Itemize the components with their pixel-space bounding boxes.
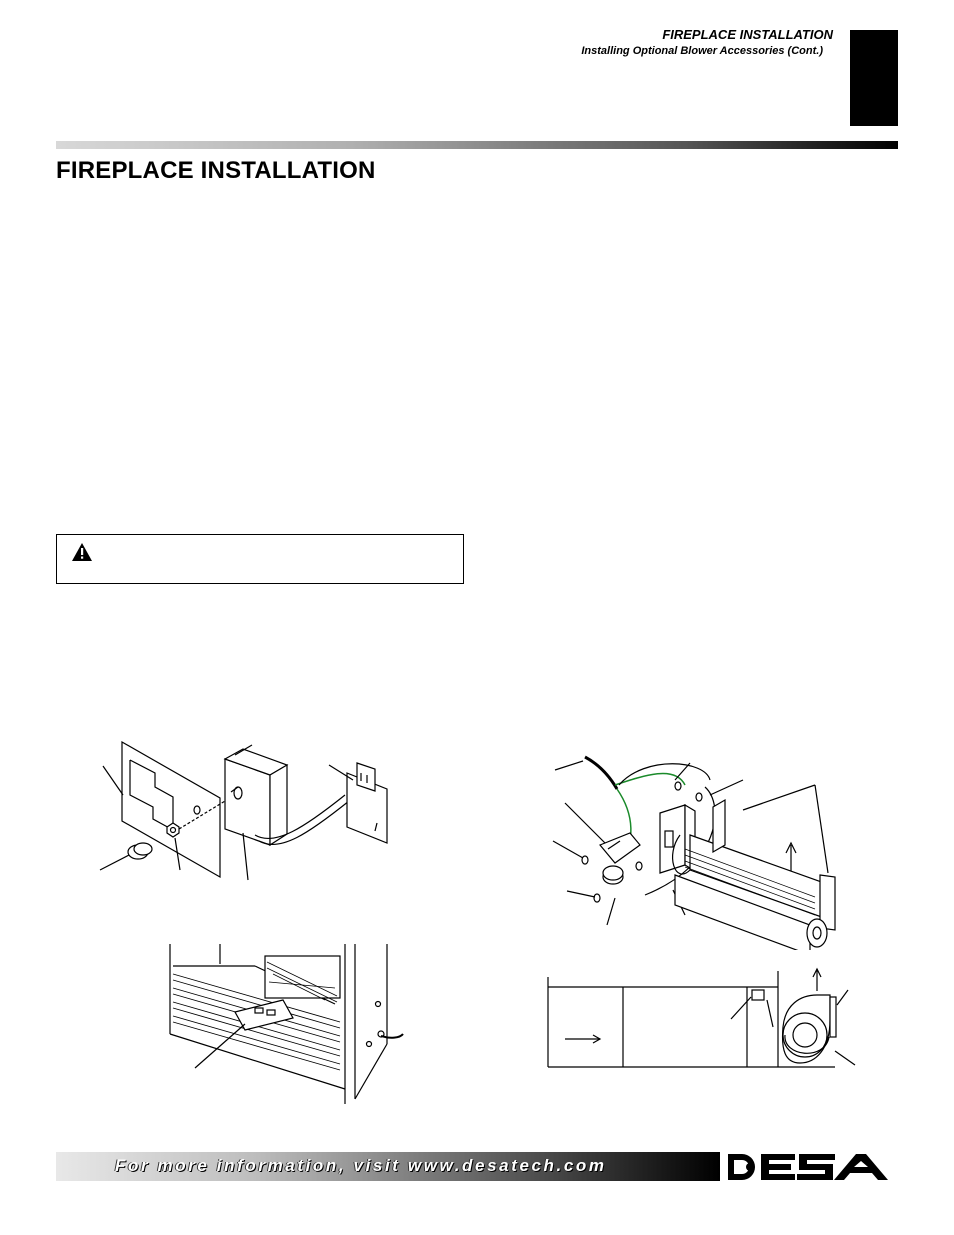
header-subsection-title: Installing Optional Blower Accessories (… [581, 45, 823, 57]
desa-logo [728, 1154, 888, 1180]
figure-blower-mounting-section [547, 967, 856, 1068]
header-rule [56, 141, 898, 149]
warning-box [56, 534, 464, 584]
section-tab-block [850, 30, 898, 126]
figure-wall-switch-assembly [99, 740, 388, 881]
warning-triangle-icon [72, 543, 92, 561]
figure-blower-exploded-view [552, 755, 836, 950]
header-section-title: FIREPLACE INSTALLATION [662, 27, 833, 42]
footer-banner: For more information, visit www.desatech… [56, 1152, 720, 1181]
page-title: FIREPLACE INSTALLATION [56, 157, 376, 184]
footer-website-text: For more information, visit www.desatech… [115, 1156, 607, 1175]
figure-firebox-blower-location [169, 944, 404, 1104]
